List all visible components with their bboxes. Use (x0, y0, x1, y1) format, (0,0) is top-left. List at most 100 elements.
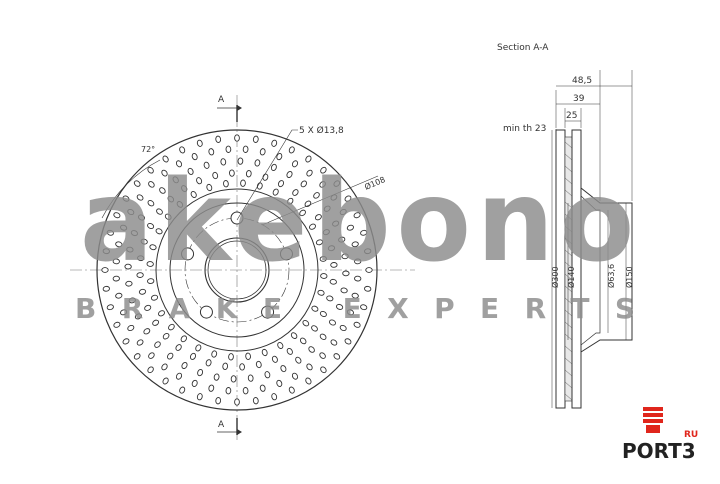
drilled-hole (128, 297, 136, 304)
vane-line (564, 177, 573, 185)
drilled-hole (319, 256, 327, 262)
drilled-hole (124, 263, 132, 270)
drilled-hole (208, 148, 215, 156)
drilled-hole (320, 273, 328, 279)
vane-line (564, 357, 573, 365)
logo-name: PORT3 (622, 439, 696, 463)
vane-line (564, 285, 573, 293)
drilled-hole (327, 245, 336, 252)
drilled-hole (245, 352, 251, 360)
disc-outer-edge (96, 129, 378, 411)
vane-line (564, 225, 573, 233)
pcd-leader (261, 175, 379, 226)
vane-line (564, 381, 573, 389)
drilled-hole (161, 363, 168, 371)
drilled-hole (147, 366, 154, 374)
drilled-hole (191, 379, 198, 387)
drilled-hole (167, 195, 175, 203)
drilled-hole (365, 267, 373, 273)
drilled-hole (176, 201, 184, 208)
drilled-hole (242, 145, 249, 153)
watermark-tagline: BRAKE EXPERTS (75, 292, 645, 325)
drilled-hole (313, 192, 320, 199)
drilled-hole (172, 176, 179, 184)
drilled-hole (106, 229, 114, 236)
drilled-hole (271, 355, 278, 363)
drilled-hole (196, 139, 203, 147)
drilled-hole (161, 169, 168, 177)
vane-line (564, 369, 573, 377)
dia-300-label: Ø300 (550, 266, 560, 288)
drilled-hole (288, 386, 295, 394)
drilled-hole (330, 339, 338, 346)
drilled-hole (147, 222, 155, 230)
drilled-hole (332, 220, 340, 227)
drilled-hole (195, 344, 202, 352)
drilled-hole (137, 255, 145, 262)
drilled-hole (127, 208, 135, 216)
drilled-hole (136, 194, 144, 201)
drilled-hole (323, 205, 331, 212)
drilled-hole (106, 304, 114, 311)
drilled-hole (168, 323, 175, 331)
drilled-hole (120, 309, 128, 316)
drilled-hole (215, 397, 222, 405)
drilled-hole (222, 362, 229, 370)
drilled-hole (150, 294, 159, 301)
dim-width-25: 25 (566, 111, 577, 121)
drilled-hole (113, 321, 121, 328)
drilled-hole (272, 188, 279, 196)
drilled-hole (252, 397, 259, 405)
drilled-hole (149, 244, 157, 251)
drilled-hole (252, 135, 259, 143)
drilled-hole (136, 272, 144, 278)
drilled-hole (333, 180, 341, 187)
drilled-hole (115, 292, 123, 299)
drilled-hole (270, 163, 277, 171)
drilled-hole (277, 180, 285, 188)
drilled-hole (351, 292, 359, 299)
drilled-hole (320, 366, 327, 374)
drilled-hole (126, 246, 134, 253)
drilled-hole (180, 335, 187, 343)
section-title: Section A-A (497, 43, 549, 53)
drilled-hole (320, 166, 327, 174)
dim-width-39: 39 (573, 94, 585, 104)
disc-section-view (551, 70, 633, 409)
drilled-holes (101, 134, 373, 406)
drilled-hole (346, 309, 354, 316)
watermark-brand: akebono (80, 157, 640, 287)
drilled-hole (315, 239, 324, 246)
drilled-hole (162, 155, 169, 163)
drilled-hole (113, 212, 121, 219)
dia-150-label: Ø150 (624, 266, 634, 288)
drilled-hole (319, 352, 326, 359)
drilled-hole (300, 180, 307, 188)
drilled-hole (181, 362, 188, 369)
drilled-hole (213, 373, 220, 381)
vane-line (564, 393, 573, 401)
drilled-hole (330, 194, 338, 201)
logo-suffix: RU (684, 430, 698, 440)
drilled-hole (242, 387, 249, 395)
drilled-hole (336, 303, 344, 310)
dia-140-label: Ø140 (566, 266, 576, 288)
hat-profile (580, 187, 633, 353)
drilled-hole (261, 348, 268, 357)
vane-line (564, 189, 573, 197)
drilled-hole (306, 363, 313, 371)
drilled-hole (237, 157, 244, 165)
drilled-hole (354, 275, 362, 282)
drilled-hole (234, 398, 240, 406)
bolt-hole (199, 305, 213, 319)
drilled-hole (254, 159, 261, 167)
drilled-hole (344, 338, 352, 345)
drilled-hole (127, 324, 135, 332)
drilled-hole (311, 325, 318, 332)
drilled-hole (133, 180, 141, 187)
drilled-hole (329, 278, 337, 285)
section-arrowhead-top (237, 105, 242, 111)
drilled-hole (322, 229, 330, 236)
angle-arc (101, 159, 161, 219)
